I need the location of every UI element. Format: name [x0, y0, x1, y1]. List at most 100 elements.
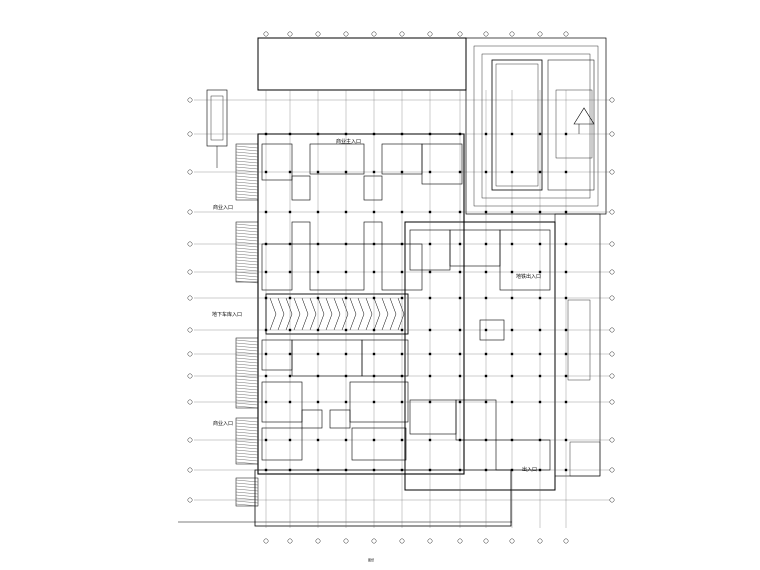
west-strip-hatch: [235, 193, 259, 197]
west-strip-hatch: [235, 229, 259, 233]
column-mark: [484, 296, 488, 300]
column-mark: [372, 438, 376, 442]
column-mark: [458, 296, 462, 300]
column-mark: [288, 328, 292, 332]
west-strip-hatch: [235, 482, 259, 486]
west-strip-hatch: [235, 190, 259, 194]
pavilion-plaza: [465, 37, 607, 215]
ramp-hatch-line: [389, 313, 397, 331]
label-east-lower-note: 出入口: [522, 466, 537, 473]
column-mark: [484, 132, 488, 136]
west-strip-hatch: [235, 419, 259, 423]
west-strip-hatch: [235, 497, 259, 501]
column-mark: [458, 210, 462, 214]
column-mark: [510, 132, 514, 136]
column-mark: [564, 210, 568, 214]
axis-bubble-right: [609, 131, 615, 137]
column-mark: [400, 400, 404, 404]
column-mark: [510, 296, 514, 300]
column-mark: [428, 438, 432, 442]
axis-bubble-left: [187, 209, 193, 215]
column-mark: [316, 242, 320, 246]
column-mark: [538, 170, 542, 174]
ramp-hatch: [269, 297, 405, 331]
column-mark: [316, 296, 320, 300]
column-mark: [484, 468, 488, 472]
ramp-hatch-line: [301, 297, 309, 315]
column-mark: [538, 270, 542, 274]
column-mark: [400, 352, 404, 356]
west-strip-hatch: [235, 345, 259, 349]
west-strip-hatch: [235, 238, 259, 242]
axis-bubble-top: [483, 31, 489, 37]
west-strip-hatch: [235, 503, 259, 507]
column-mark: [564, 132, 568, 136]
column-mark: [458, 170, 462, 174]
west-strip-hatch: [235, 455, 259, 459]
room-outline: [455, 399, 497, 441]
west-strip-hatch: [235, 372, 259, 376]
west-strip-hatch: [235, 440, 259, 444]
west-hatch-strips: [235, 143, 259, 507]
column-mark: [458, 400, 462, 404]
ramp-hatch-line: [397, 313, 405, 331]
west-strip-hatch: [235, 232, 259, 236]
column-mark: [264, 352, 268, 356]
axis-bubble-right: [609, 373, 615, 379]
column-mark: [458, 468, 462, 472]
axis-bubble-bottom: [343, 538, 349, 544]
axis-bubble-bottom: [537, 538, 543, 544]
column-mark: [264, 374, 268, 378]
ramp-hatch-line: [389, 297, 397, 315]
west-strip-hatch: [235, 253, 259, 257]
column-mark: [264, 296, 268, 300]
column-mark: [316, 170, 320, 174]
column-mark: [400, 296, 404, 300]
column-mark: [264, 242, 268, 246]
axis-bubble-left: [187, 373, 193, 379]
axis-bubble-left: [187, 497, 193, 503]
ramp-hatch-line: [333, 297, 341, 315]
label-west-entrance-lower: 商业入口: [213, 420, 233, 427]
axis-bubble-bottom: [287, 538, 293, 544]
axis-bubble-left: [187, 467, 193, 473]
ramp-hatch-line: [341, 297, 349, 315]
column-mark: [510, 400, 514, 404]
ramp-hatch-line: [277, 297, 285, 315]
column-mark: [344, 270, 348, 274]
column-mark: [288, 400, 292, 404]
ramp-hatch-line: [341, 313, 349, 331]
west-strip-hatch: [235, 268, 259, 272]
ramp-hatch-line: [365, 297, 373, 315]
west-strip-hatch: [235, 434, 259, 438]
column-mark: [264, 270, 268, 274]
column-mark: [344, 170, 348, 174]
axis-bubble-bottom: [457, 538, 463, 544]
central-ramp: [265, 293, 409, 335]
west-strip: [235, 337, 259, 409]
ramp-hatch-line: [277, 313, 285, 331]
west-strip-hatch: [235, 247, 259, 251]
column-mark: [564, 468, 568, 472]
column-mark: [428, 400, 432, 404]
column-mark: [484, 400, 488, 404]
axis-bubble-top: [509, 31, 515, 37]
column-mark: [458, 438, 462, 442]
column-mark: [288, 132, 292, 136]
column-mark: [372, 352, 376, 356]
west-strip-hatch: [235, 259, 259, 263]
axis-bubble-left: [187, 269, 193, 275]
column-mark: [428, 270, 432, 274]
ramp-hatch-line: [373, 313, 381, 331]
axis-bubble-bottom: [399, 538, 405, 544]
column-mark: [458, 328, 462, 332]
column-mark: [564, 352, 568, 356]
west-strip-hatch: [235, 178, 259, 182]
column-mark: [458, 132, 462, 136]
west-strip-hatch: [235, 187, 259, 191]
ramp-hatch-line: [269, 297, 277, 315]
axis-bubbles: [187, 31, 615, 544]
column-mark: [372, 270, 376, 274]
ramp-hatch-line: [301, 313, 309, 331]
axis-bubble-left: [187, 169, 193, 175]
